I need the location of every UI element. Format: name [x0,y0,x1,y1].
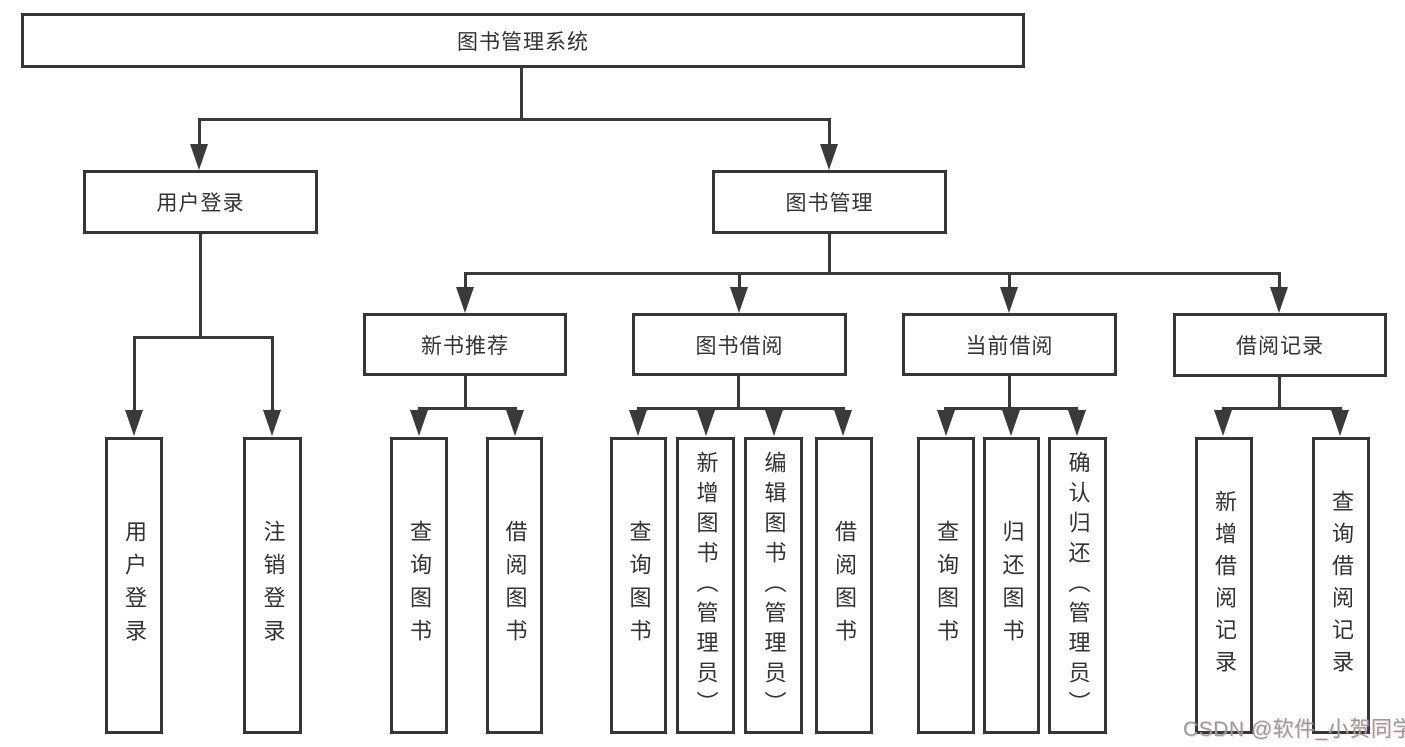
leaf-query-borrow-record-label: 查询借阅记录 [1329,489,1354,682]
connector-line [198,118,201,148]
arrowhead-icon [190,144,208,170]
arrowhead-icon [1000,287,1018,313]
connector-line [520,68,523,120]
leaf-add-book-admin: 新增图书（管理员） [676,437,735,734]
leaf-edit-book-admin: 编辑图书（管理员） [744,437,803,734]
connector-line [1222,407,1342,410]
arrowhead-icon [820,144,838,170]
leaf-edit-book-admin-label: 编辑图书（管理员） [761,450,787,721]
node-user-login-label: 用户登录 [156,192,245,215]
node-book-borrowing-label: 图书借阅 [695,334,784,358]
arrowhead-icon [410,410,428,436]
arrowhead-icon [937,410,955,436]
connector-line [738,272,741,290]
connector-line [1278,272,1281,290]
node-book-management: 图书管理 [712,170,947,234]
node-current-borrowing-label: 当前借阅 [965,334,1054,358]
leaf-return-book-label: 归还图书 [999,519,1025,652]
node-current-borrowing: 当前借阅 [902,313,1117,376]
leaf-add-borrow-record: 新增借阅记录 [1195,437,1253,734]
connector-line [464,376,467,409]
leaf-borrow-books-recommend-label: 借阅图书 [502,519,528,652]
arrowhead-icon [125,410,143,436]
arrowhead-icon [506,410,524,436]
arrowhead-icon [263,410,281,436]
connector-line [198,118,831,121]
node-borrow-records-label: 借阅记录 [1236,335,1324,358]
leaf-query-books-borrow-label: 查询图书 [626,519,652,652]
arrowhead-icon [1331,410,1349,436]
connector-line [133,336,274,339]
connector-line [464,272,467,290]
connector-line [737,376,740,409]
arrowhead-icon [730,287,748,313]
node-book-borrowing: 图书借阅 [632,313,847,376]
leaf-borrow-books-label: 借阅图书 [832,519,857,652]
node-user-login: 用户登录 [83,170,318,234]
arrowhead-icon [629,410,647,436]
arrowhead-icon [765,410,783,436]
leaf-query-books-borrow: 查询图书 [610,437,667,734]
leaf-query-books-recommend-label: 查询图书 [407,519,432,652]
connector-line [133,336,136,414]
leaf-borrow-books: 借阅图书 [815,437,873,734]
leaf-query-borrow-record: 查询借阅记录 [1312,437,1370,734]
leaf-borrow-books-recommend: 借阅图书 [486,437,543,734]
connector-line [418,407,517,410]
node-library-system-label: 图书管理系统 [457,30,589,54]
node-new-book-recommend-label: 新书推荐 [421,334,509,358]
arrowhead-icon [1270,287,1288,313]
arrowhead-icon [1068,410,1086,436]
connector-line [464,272,1281,275]
connector-line [199,234,202,338]
leaf-confirm-return-admin-label: 确认归还（管理员） [1065,450,1091,721]
leaf-logout-label: 注销登录 [260,519,286,652]
leaf-add-book-admin-label: 新增图书（管理员） [693,450,719,721]
connector-line [828,118,831,148]
leaf-query-books-recommend: 查询图书 [390,437,448,734]
connector-line [828,234,831,274]
arrowhead-icon [697,410,715,436]
node-borrow-records: 借阅记录 [1173,313,1387,377]
node-new-book-recommend: 新书推荐 [363,313,567,376]
watermark: CSDN @软件_小贺同学 [1183,718,1405,741]
connector-line [1008,376,1011,409]
leaf-add-borrow-record-label: 新增借阅记录 [1212,489,1237,682]
connector-line [1278,376,1281,409]
leaf-return-book: 归还图书 [983,437,1040,734]
leaf-logout: 注销登录 [243,437,302,734]
node-book-management-label: 图书管理 [785,192,874,215]
leaf-confirm-return-admin: 确认归还（管理员） [1048,437,1107,734]
node-library-system: 图书管理系统 [21,13,1025,68]
arrowhead-icon [1002,410,1020,436]
leaf-query-books-current-label: 查询图书 [934,519,959,652]
arrowhead-icon [456,287,474,313]
connector-line [271,336,274,414]
arrowhead-icon [834,410,852,436]
leaf-user-login: 用户登录 [105,437,163,734]
leaf-user-login-label: 用户登录 [122,519,147,652]
connector-line [1008,272,1011,290]
arrowhead-icon [1214,410,1232,436]
connector-line [637,407,845,410]
leaf-query-books-current: 查询图书 [917,437,975,734]
